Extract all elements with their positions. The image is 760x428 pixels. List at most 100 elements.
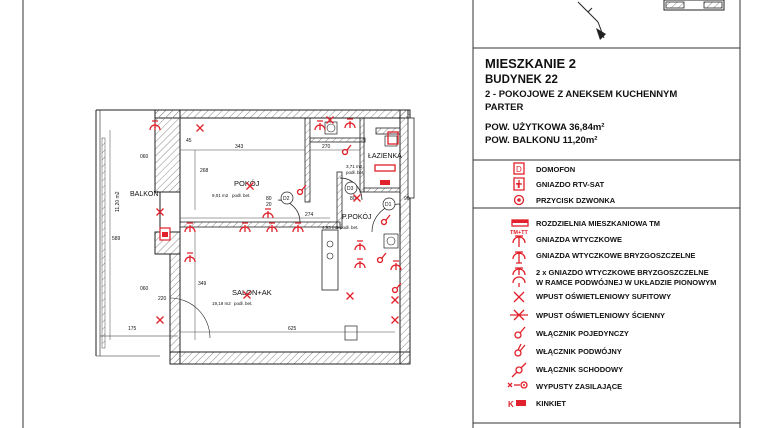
dimension-text: 625 [288, 326, 297, 332]
socket-icon [354, 240, 366, 251]
power-outlets-icon [374, 164, 396, 172]
header-block: MIESZKANIE 2 BUDYNEK 22 2 - POKOJOWE Z A… [485, 56, 677, 146]
door-markers: D2 D1 D3 [280, 181, 396, 211]
ceiling-light-icon [513, 291, 525, 303]
legend: D DOMOFON T GNIAZDO RTV-SAT PRZYCISK DZW… [507, 162, 716, 409]
svg-text:K: K [508, 400, 514, 409]
room-labels: BALKON 11,20 m2 POKÓJ 9,01 m2 podł. bet.… [115, 153, 402, 306]
dimension-text: 060 [140, 286, 149, 292]
room-floor-lazienka: podł. bet. [346, 170, 365, 175]
dimension-text: 343 [235, 144, 244, 150]
legend-label-2: W RAMCE PODWÓJNEJ W UKŁADZIE PIONOWYM [536, 278, 716, 287]
balcony-door [159, 227, 171, 241]
legend-label: WYPUSTY ZASILAJĄCE [536, 382, 622, 391]
rtv-sat-socket-icon: T [513, 177, 525, 191]
ceiling-light-icon [390, 315, 400, 325]
floor-label: PARTER [485, 102, 523, 113]
single-switch-icon [514, 326, 526, 339]
room-floor-ppokoj: podł. bet. [340, 225, 359, 230]
sheet-frame [22, 0, 741, 428]
room-floor-salon: podł. bet. [234, 301, 253, 306]
dimension-text: 060 [140, 154, 149, 160]
apartment-plan: 343 270 268 274 349 625 175 589 80 80 90… [95, 109, 415, 365]
domofon-icon [387, 131, 399, 145]
kitchen-counter [321, 229, 399, 341]
dimension-text: 80 [350, 196, 356, 202]
dimension-text: 80 [266, 196, 272, 202]
socket-icon [184, 252, 196, 263]
interior-walls [179, 117, 401, 229]
door-label-d3: D3 [347, 186, 354, 192]
stair-switch-icon [511, 362, 527, 378]
room-area-salon: 19,19 m2 [212, 301, 231, 306]
salon-balcony-door [169, 297, 211, 339]
distribution-board-icon: TM+TT [510, 219, 529, 236]
room-floor-pokoj: podł. bet. [232, 193, 251, 198]
socket-icon [344, 118, 356, 129]
door-label-d1: D1 [385, 202, 392, 208]
dimension-text: 589 [112, 236, 121, 242]
legend-label: GNIAZDA WTYCZKOWE [536, 235, 622, 244]
legend-label: WŁĄCZNIK POJEDYNCZY [536, 329, 629, 338]
distribution-board-icon [380, 180, 390, 185]
exterior-walls [154, 109, 415, 365]
room-name-ppokoj: P.POKÓJ [342, 212, 371, 221]
room-name-balkon: BALKON [130, 191, 158, 198]
socket-icon [262, 208, 274, 219]
double-switch-icon [380, 214, 391, 226]
legend-label: WŁĄCZNIK SCHODOWY [536, 365, 623, 374]
building-label: BUDYNEK 22 [485, 74, 558, 86]
double-splashproof-socket-icon [512, 267, 526, 287]
bathroom-fixtures [324, 121, 398, 147]
door-label-d2: D2 [283, 196, 290, 202]
ceiling-light-icon [155, 315, 165, 325]
double-switch-icon [514, 343, 526, 357]
dimension-text: 270 [322, 144, 331, 150]
legend-label: GNIAZDO RTV-SAT [536, 180, 605, 189]
domofon-icon: D [513, 162, 525, 175]
dimension-text: 220 [158, 296, 167, 302]
socket-icon [314, 120, 326, 131]
balcony-outline [95, 109, 178, 357]
ceiling-light-icon [195, 123, 205, 133]
key-plan-icon [663, 0, 725, 11]
legend-label: WŁĄCZNIK PODWÓJNY [536, 347, 622, 356]
usable-area: POW. UŻYTKOWA 36,84m² [485, 122, 604, 133]
svg-text:T: T [516, 183, 521, 190]
socket-icon [512, 235, 526, 247]
dimension-lines [109, 130, 395, 340]
socket-icon [354, 258, 366, 269]
svg-text:D: D [516, 165, 522, 174]
room-area-pokoj: 9,01 m2 [212, 193, 229, 198]
electrical-symbols [149, 115, 402, 325]
doorbell-button-icon [513, 194, 525, 206]
room-area-ppokoj: 4,93 m2 [322, 225, 339, 230]
ceiling-light-icon [390, 295, 400, 305]
legend-label: 2 x GNIAZDO WTYCZKOWE BRYZGOSZCZELNE [536, 268, 709, 277]
room-name-salon: SALON+AK [232, 288, 272, 297]
balcony-area: POW. BALKONU 11,20m² [485, 135, 597, 146]
dimension-text: 268 [200, 168, 209, 174]
room-area-balkon: 11,20 m2 [115, 191, 121, 212]
north-arrow-icon [577, 1, 606, 40]
dimension-text: 90 [404, 196, 410, 202]
legend-label: GNIAZDA WTYCZKOWE BRYZGOSZCZELNE [536, 251, 695, 260]
splashproof-socket-icon [512, 251, 526, 264]
legend-label: PRZYCISK DZWONKA [536, 196, 616, 205]
stair-switch-icon [376, 252, 387, 264]
legend-label: WPUST OŚWIETLENIOWY SUFITOWY [536, 292, 671, 301]
room-name-lazienka: ŁAZIENKA [368, 153, 402, 160]
entrance-door [371, 203, 401, 233]
power-outlets-icon [507, 381, 528, 389]
apartment-type: 2 - POKOJOWE Z ANEKSEM KUCHENNYM [485, 89, 677, 100]
apartment-title: MIESZKANIE 2 [485, 56, 576, 71]
legend-label: KINKIET [536, 399, 566, 408]
legend-label: WPUST OŚWIETLENIOWY ŚCIENNY [536, 311, 665, 320]
legend-label: ROZDZIELNIA MIESZKANIOWA TM [536, 219, 660, 228]
dimension-text: 45 [186, 138, 192, 144]
kinkiet-icon: K [508, 400, 526, 409]
dimension-text: 20 [266, 202, 272, 208]
dimension-text: 349 [198, 281, 207, 287]
legend-sublabel: TM+TT [510, 230, 529, 236]
dimension-text: 274 [305, 212, 314, 218]
